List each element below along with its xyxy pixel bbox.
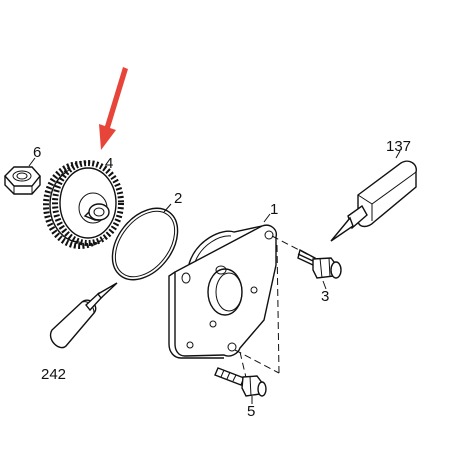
callout-4: 4 <box>105 155 113 172</box>
leader-3 <box>322 280 327 290</box>
oring-seal-part-2 <box>111 207 179 281</box>
leader-1 <box>263 213 271 223</box>
housing-cover-part-1 <box>168 224 277 359</box>
screw-plug-part-3 <box>297 248 342 279</box>
gear-part-4 <box>43 160 124 249</box>
dashed-alignment-lines <box>234 235 331 387</box>
sealant-tube-part-242 <box>49 282 118 349</box>
bolt-part-5 <box>214 367 267 397</box>
leader-6 <box>28 157 36 167</box>
callout-137: 137 <box>386 138 411 155</box>
callout-3: 3 <box>321 288 329 305</box>
callout-1: 1 <box>270 201 278 218</box>
callout-2: 2 <box>174 190 182 207</box>
red-pointer-arrow <box>99 67 128 150</box>
callout-6: 6 <box>33 144 41 161</box>
leader-2 <box>163 203 172 213</box>
callout-242: 242 <box>41 366 66 383</box>
callout-5: 5 <box>247 403 255 420</box>
sealant-tube-part-137 <box>330 160 417 242</box>
leader-137 <box>395 150 401 159</box>
hex-nut-part-6 <box>4 166 41 195</box>
